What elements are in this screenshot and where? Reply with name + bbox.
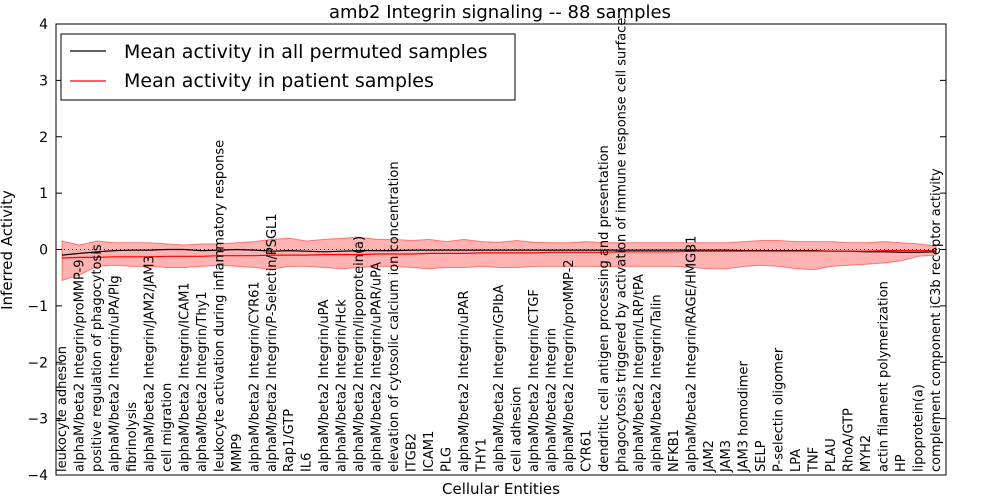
x-tick-label: JAM2 bbox=[702, 440, 717, 473]
x-tick-label: ITGB2 bbox=[405, 433, 420, 472]
y-axis: −4 −3 −2 −1 0 1 2 3 4 bbox=[27, 17, 946, 484]
x-tick-label: lipoprotein(a) bbox=[912, 384, 927, 472]
x-tick-label: alphaM/beta2 Integrin/LRP/tPA bbox=[632, 274, 647, 472]
x-tick-label: P-selectin oligomer bbox=[772, 347, 787, 472]
y-tick-label: −4 bbox=[27, 468, 48, 484]
x-tick-label: cell migration bbox=[160, 383, 175, 472]
x-tick-label: alphaM/beta2 Integrin/lipoprotein(a) bbox=[352, 236, 367, 472]
legend-label-permuted: Mean activity in all permuted samples bbox=[124, 41, 487, 63]
legend-box bbox=[60, 33, 516, 101]
x-tick-label: alphaM/beta2 Integrin/uPAR/uPA bbox=[370, 262, 385, 472]
x-tick-label: MMP9 bbox=[230, 433, 245, 472]
x-tick-label: alphaM/beta2 Integrin/uPA/Plg bbox=[107, 275, 122, 472]
x-tick-label: IL6 bbox=[300, 453, 315, 472]
x-tick-label: actin filament polymerization bbox=[877, 281, 892, 472]
x-tick-label: SELP bbox=[754, 440, 769, 472]
x-tick-label: alphaM/beta2 Integrin/Hck bbox=[335, 299, 350, 472]
x-tick-label: alphaM/beta2 Integrin bbox=[544, 328, 559, 472]
x-tick-label: elevation of cytosolic calcium ion conce… bbox=[387, 161, 402, 472]
chart-title: amb2 Integrin signaling -- 88 samples bbox=[329, 2, 671, 23]
x-tick-label: JAM3 bbox=[719, 440, 734, 473]
x-tick-label: alphaM/beta2 Integrin/P-Selectin/PSGL1 bbox=[265, 213, 280, 472]
y-tick-label: 1 bbox=[39, 186, 48, 202]
x-tick-label: leukocyte adhesion bbox=[55, 346, 70, 472]
x-tick-label: TNF bbox=[807, 447, 822, 473]
y-tick-label: 4 bbox=[39, 17, 48, 33]
x-tick-label: alphaM/beta2 Integrin/CYR61 bbox=[247, 281, 262, 472]
x-axis-label: Cellular Entities bbox=[442, 480, 560, 498]
x-tick-label: PLG bbox=[440, 447, 455, 472]
x-tick-label: THY1 bbox=[475, 438, 490, 473]
y-tick-label: 2 bbox=[39, 130, 48, 146]
y-tick-label: −2 bbox=[27, 355, 48, 371]
x-tick-label: PLAU bbox=[824, 438, 839, 472]
y-tick-label: −1 bbox=[27, 299, 48, 315]
series-line-patient bbox=[61, 250, 936, 259]
x-tick-label: alphaM/beta2 Integrin/RAGE/HMGB1 bbox=[684, 236, 699, 472]
x-tick-label: NFKB1 bbox=[667, 429, 682, 472]
x-tick-label: alphaM/beta2 Integrin/uPAR bbox=[457, 290, 472, 472]
legend: Mean activity in all permuted samples Me… bbox=[60, 33, 516, 101]
y-axis-label: Inferred Activity bbox=[0, 190, 16, 310]
x-tick-label: MYH2 bbox=[859, 435, 874, 472]
x-tick-label: CYR61 bbox=[579, 430, 594, 472]
plot-frame bbox=[55, 23, 947, 476]
x-tick-label: positive regulation of phagocytosis bbox=[90, 244, 105, 472]
x-tick-label: alphaM/beta2 Integrin/ICAM1 bbox=[177, 282, 192, 472]
x-tick-label: ICAM1 bbox=[422, 431, 437, 472]
x-tick-label: alphaM/beta2 Integrin/proMMP-9 bbox=[73, 259, 88, 472]
x-tick-label: HP bbox=[894, 454, 909, 472]
plot-area bbox=[56, 236, 946, 282]
x-tick-label: alphaM/beta2 Integrin/Talin bbox=[649, 294, 664, 472]
x-tick-label: alphaM/beta2 Integrin/GPIbA bbox=[492, 285, 507, 472]
y-tick-label: −3 bbox=[27, 412, 48, 428]
legend-label-patient: Mean activity in patient samples bbox=[124, 70, 434, 92]
x-tick-label: dendritic cell antigen processing and pr… bbox=[597, 145, 612, 472]
x-tick-label: alphaM/beta2 Integrin/proMMP-2 bbox=[562, 259, 577, 472]
x-tick-label: fibrinolysis bbox=[125, 402, 140, 472]
y-tick-label: 3 bbox=[39, 73, 48, 89]
x-tick-label: phagocytosis triggered by activation of … bbox=[614, 18, 629, 472]
x-tick-label: alphaM/beta2 Integrin/Thy1 bbox=[195, 291, 210, 472]
y-tick-label: 0 bbox=[39, 243, 48, 259]
x-tick-label: Rap1/GTP bbox=[282, 409, 297, 472]
x-tick-label: JAM3 homodimer bbox=[737, 361, 752, 473]
x-tick-label: alphaM/beta2 Integrin/uPA bbox=[317, 299, 332, 472]
x-tick-label: complement component iC3b receptor activ… bbox=[929, 168, 944, 472]
x-tick-label: alphaM/beta2 Integrin/CTGF bbox=[527, 289, 542, 472]
x-tick-label: leukocyte activation during inflammatory… bbox=[212, 140, 227, 472]
x-tick-label: alphaM/beta2 Integrin/JAM2/JAM3 bbox=[142, 255, 157, 472]
x-tick-label: RhoA/GTP bbox=[842, 408, 857, 472]
x-tick-label: cell adhesion bbox=[510, 386, 525, 472]
std-band bbox=[61, 236, 937, 282]
x-tick-label: LPA bbox=[789, 449, 804, 472]
